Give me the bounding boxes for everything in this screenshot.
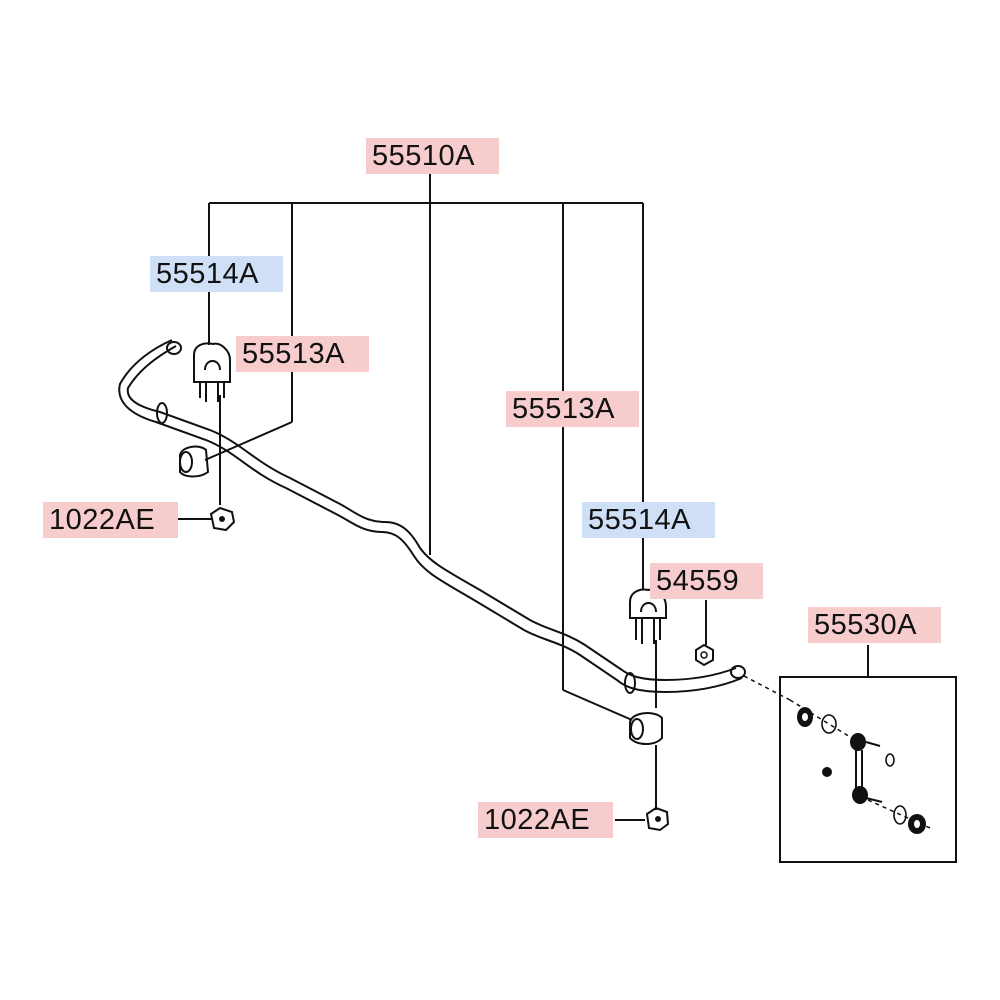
nut-part <box>695 643 714 667</box>
bolt-left-part <box>209 506 236 532</box>
label-nut: 54559 <box>650 563 763 599</box>
label-bushing-left: 55513A <box>236 336 369 372</box>
label-bushing-right: 55513A <box>506 391 639 427</box>
link-assembly-box <box>779 676 957 863</box>
label-stabilizer-bar: 55510A <box>366 138 499 174</box>
label-link-assembly: 55530A <box>808 607 941 643</box>
label-bolt-right: 1022AE <box>478 802 613 838</box>
label-bracket-left: 55514A <box>150 256 283 292</box>
bushing-left-part <box>179 445 210 478</box>
bushing-right-part <box>629 712 663 745</box>
leader-lines <box>178 173 869 821</box>
label-bolt-left: 1022AE <box>43 502 178 538</box>
bracket-right-part <box>629 588 667 644</box>
stabilizer-bar <box>118 339 746 694</box>
bracket-left-part <box>193 342 231 402</box>
bolt-right-part <box>645 806 670 832</box>
label-bracket-right: 55514A <box>582 502 715 538</box>
